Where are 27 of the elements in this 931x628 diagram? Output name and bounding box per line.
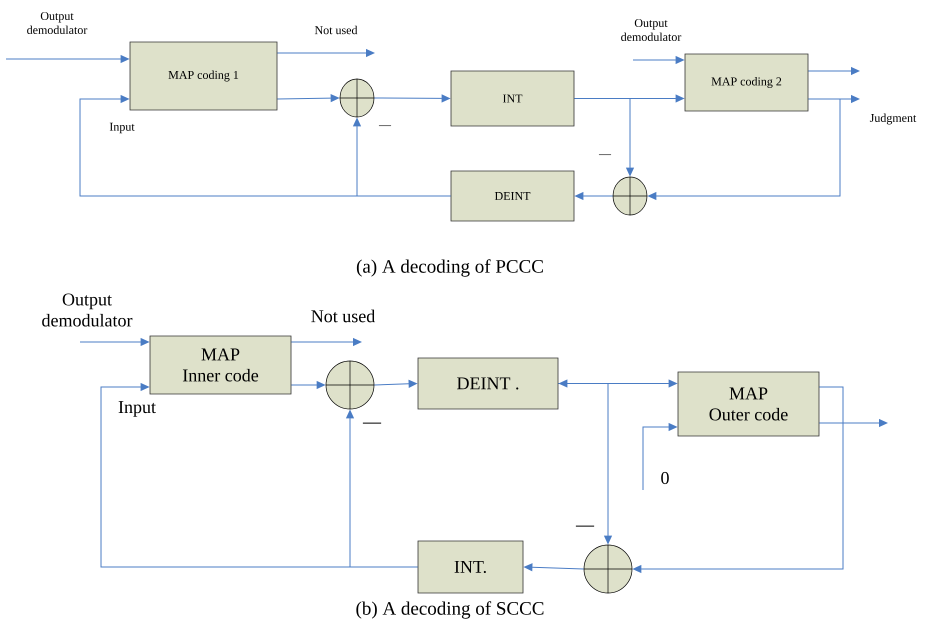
process-box: DEINT [450, 170, 574, 222]
process-box: INT. [418, 540, 524, 594]
process-box: DEINT . [418, 358, 558, 410]
minus-sign: — [598, 154, 612, 156]
input-label: Output demodulator [27, 12, 88, 34]
process-box: MAP Outer code [678, 372, 820, 436]
output-label: Not used [314, 26, 358, 34]
minus-sign: — [362, 422, 382, 424]
process-box: MAP Inner code [150, 336, 292, 394]
input-label: Output demodulator [42, 293, 132, 327]
output-label: Judgment [870, 114, 916, 124]
summing-junction [583, 544, 633, 594]
input-label: 0 [661, 472, 669, 484]
process-box: MAP coding 1 [130, 42, 278, 110]
input-label: Input [110, 122, 135, 134]
process-box: MAP coding 2 [684, 54, 808, 112]
summing-junction [325, 360, 375, 410]
summing-junction [612, 176, 648, 216]
caption: (a) A decoding of PCCC [356, 259, 543, 277]
input-label: Input [118, 401, 156, 417]
minus-sign: — [378, 125, 392, 126]
output-label: Not used [311, 310, 376, 322]
process-box: INT [450, 70, 574, 126]
input-label: Output demodulator [621, 18, 682, 42]
caption: (b) A decoding of SCCC [356, 601, 544, 619]
summing-junction [339, 78, 375, 118]
minus-sign: — [576, 526, 594, 527]
